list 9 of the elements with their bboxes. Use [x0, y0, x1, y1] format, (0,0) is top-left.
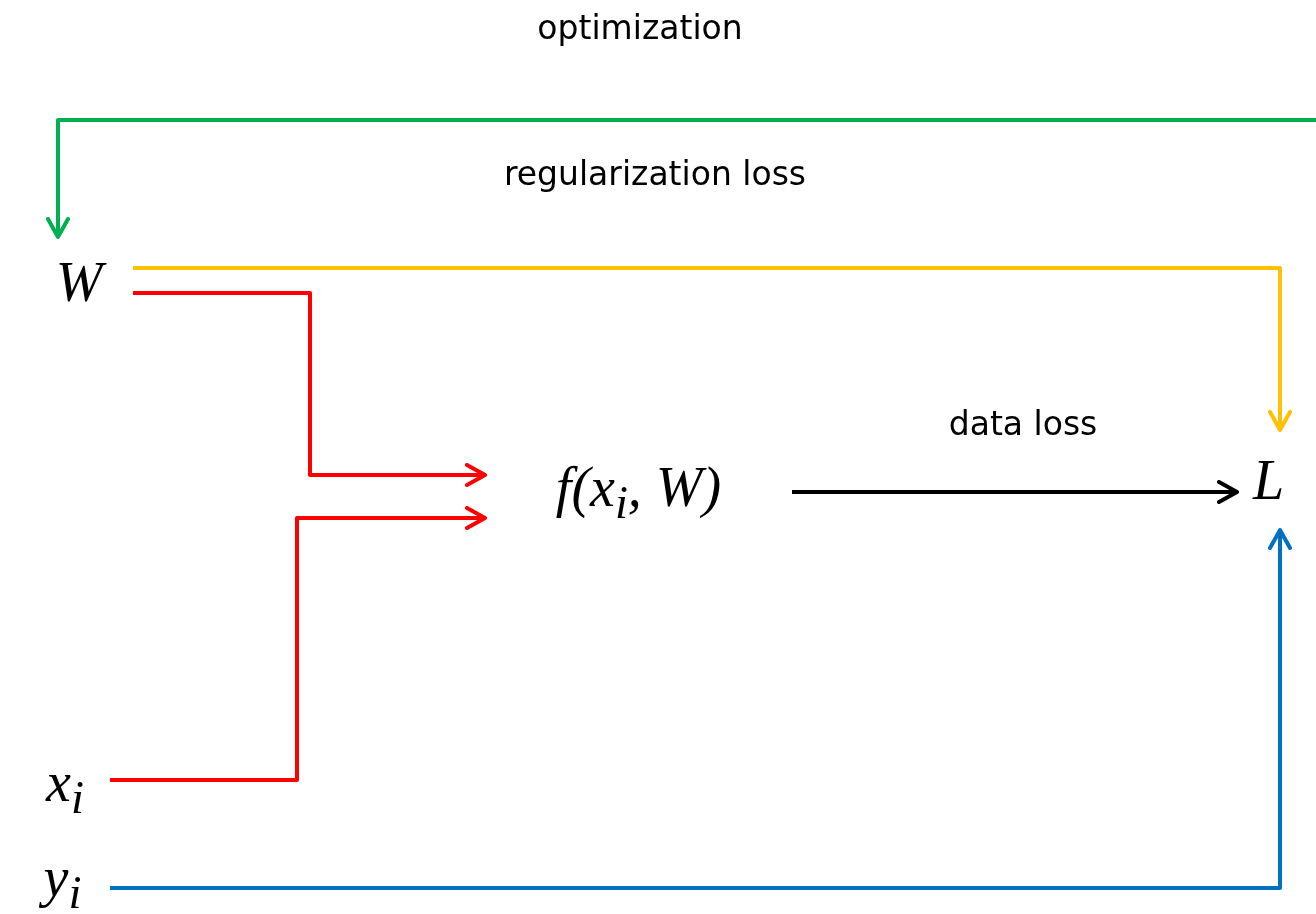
math-expression: L — [1252, 452, 1285, 508]
arrow — [46, 118, 1316, 239]
arrow — [110, 506, 487, 782]
arrow — [110, 528, 1292, 890]
arrow — [792, 480, 1239, 504]
arrow — [133, 266, 1292, 432]
math-expression: x$_{i}$ — [46, 754, 84, 821]
math-expression: f(x$_{i}$, W) — [555, 458, 722, 526]
arrow — [133, 291, 487, 487]
